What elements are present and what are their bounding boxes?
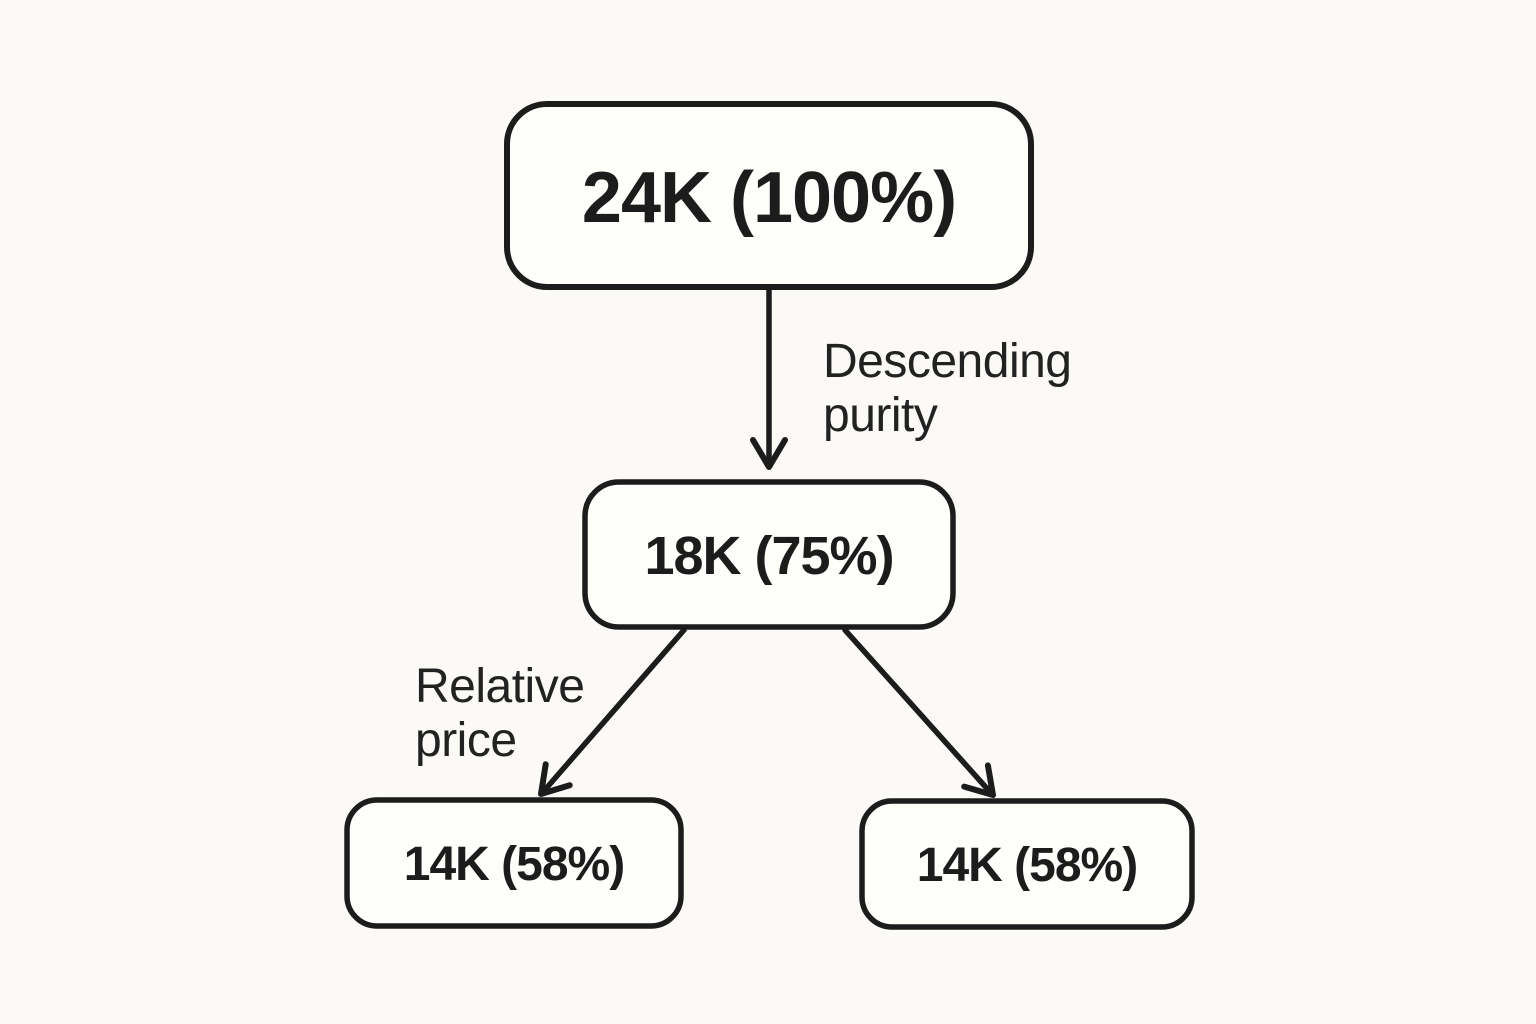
edge-label-relative-line2: price (415, 714, 517, 767)
node-mid-box (582, 479, 956, 630)
arrowhead-down-left-icon (538, 761, 573, 797)
node-root-box (504, 101, 1034, 290)
edge-label-relative-price: Relative price (415, 660, 585, 767)
node-root-label: 24K (100%) (582, 158, 956, 238)
node-right-leaf: 14K (58%) (859, 798, 1195, 930)
node-left-leaf: 14K (58%) (344, 797, 684, 929)
edge-mid-to-right (842, 627, 996, 798)
node-mid-label: 18K (75%) (644, 526, 893, 586)
edge-mid-to-left-shaft (540, 627, 687, 795)
edge-label-descending-purity: Descending purity (823, 335, 1072, 442)
edge-label-relative-line1: Relative (415, 660, 584, 713)
node-left-leaf-label: 14K (58%) (404, 838, 624, 891)
node-mid: 18K (75%) (582, 479, 956, 630)
node-right-leaf-label: 14K (58%) (917, 839, 1137, 892)
node-root: 24K (100%) (504, 101, 1034, 290)
arrowhead-down-icon (750, 437, 788, 470)
edge-mid-to-right-shaft (842, 627, 994, 796)
arrowhead-down-right-icon (961, 762, 996, 798)
edge-root-to-mid (750, 287, 788, 470)
edge-label-descending-line2: purity (823, 389, 938, 442)
edge-label-descending-line1: Descending (823, 335, 1072, 388)
node-right-leaf-box (859, 798, 1195, 930)
edge-mid-to-left (538, 627, 687, 797)
node-left-leaf-box (344, 797, 684, 929)
